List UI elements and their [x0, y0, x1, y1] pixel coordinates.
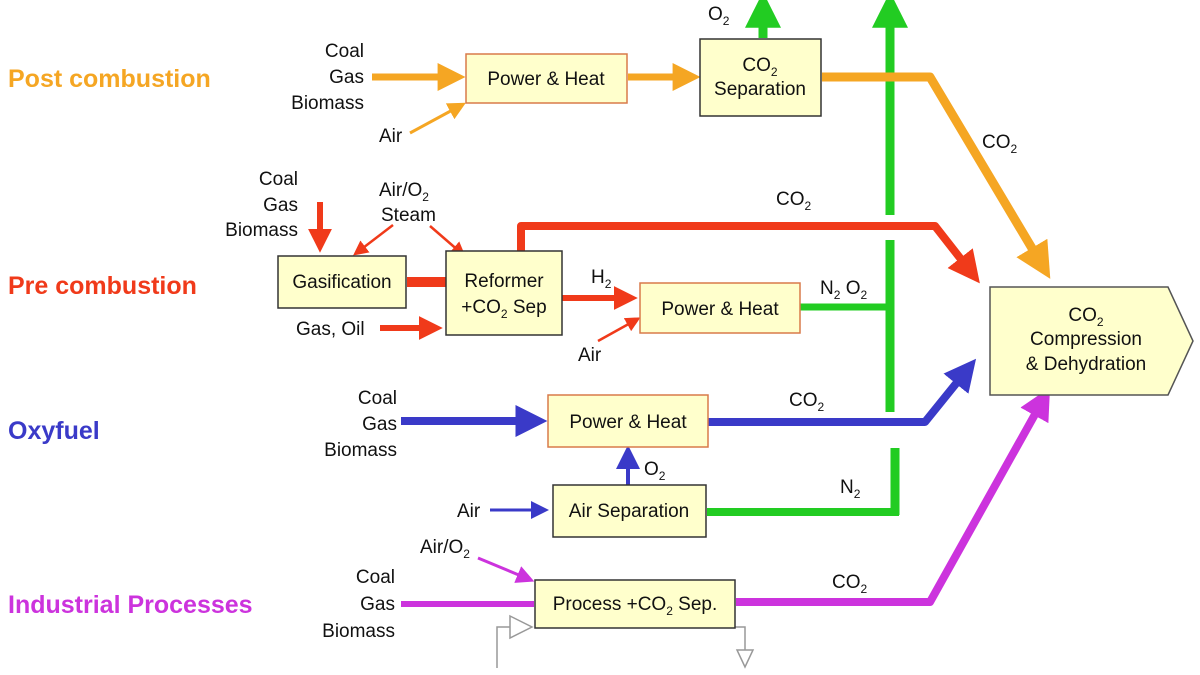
pre-co2-label: CO2	[776, 189, 812, 213]
ind-airo2-arrow	[477, 556, 535, 583]
pre-gasoil-label: Gas, Oil	[296, 319, 365, 340]
reformer-box	[445, 250, 563, 336]
pre-steam-label: Steam	[381, 205, 436, 226]
flow-labels: Air O2 CO2 Air/O2 Steam Gas, Oil H2 Air …	[296, 4, 1018, 596]
reformer-label: Reformer	[464, 271, 544, 292]
post-fuel-gas: Gas	[329, 67, 364, 88]
pre-air-label: Air	[578, 345, 602, 366]
category-labels: Post combustion Pre combustion Oxyfuel I…	[8, 65, 253, 619]
post-fuel-coal: Coal	[325, 41, 364, 62]
process-boxes	[277, 38, 1194, 629]
separation-label: Separation	[714, 79, 806, 100]
pre-power-heat-box	[639, 282, 801, 334]
oxy-n2-label: N2	[840, 477, 861, 501]
label-industrial-processes: Industrial Processes	[8, 591, 253, 619]
post-air-label: Air	[379, 126, 403, 147]
pre-airo2-to-gasification	[353, 224, 394, 256]
label-pre-combustion: Pre combustion	[8, 272, 197, 300]
label-oxyfuel: Oxyfuel	[8, 417, 100, 445]
gasification-box	[277, 255, 407, 309]
post-power-heat-label: Power & Heat	[487, 69, 605, 90]
air-separation-box	[552, 484, 707, 538]
ind-fuel-biomass: Biomass	[322, 621, 395, 642]
pre-n2o2-label: N2 O2	[820, 278, 867, 302]
oxy-co2-label: CO2	[789, 390, 825, 414]
side-stream-in-triangle	[509, 614, 534, 640]
fuel-labels: Coal Gas Biomass Coal Gas Biomass Coal G…	[225, 41, 397, 642]
oxy-fuel-biomass: Biomass	[324, 440, 397, 461]
pre-fuel-biomass: Biomass	[225, 220, 298, 241]
compression-box	[989, 286, 1194, 396]
oxy-fuel-coal: Coal	[358, 388, 397, 409]
air-separation-label: Air Separation	[569, 501, 689, 522]
compression-co2-label: CO2	[1068, 305, 1104, 329]
ind-airo2-label: Air/O2	[420, 537, 470, 561]
process-co2sep-label: Process +CO2 Sep.	[553, 594, 718, 618]
ind-co2-to-compression	[736, 387, 1051, 606]
pre-fuel-coal: Coal	[259, 169, 298, 190]
post-co2-label: CO2	[982, 132, 1018, 156]
dehydration-label: & Dehydration	[1026, 354, 1146, 375]
side-stream-out	[730, 626, 746, 650]
pre-h2-label: H2	[591, 267, 612, 291]
industrial-flows	[401, 387, 1051, 607]
pre-airo2-to-reformer	[429, 225, 466, 257]
oxy-co2-to-compression	[708, 358, 977, 426]
oxyfuel-flows	[401, 358, 977, 519]
ind-fuel-coal: Coal	[356, 567, 395, 588]
post-o2-vent-label: O2	[708, 4, 730, 28]
oxy-fuel-gas: Gas	[362, 414, 397, 435]
box-labels: Power & Heat CO2 Separation Gasification…	[292, 55, 1146, 618]
post-combustion-flows	[372, 63, 1051, 279]
post-fuel-biomass: Biomass	[291, 93, 364, 114]
oxy-power-heat-box	[547, 394, 709, 448]
oxy-o2-label: O2	[644, 459, 666, 483]
pre-combustion-flows	[308, 202, 980, 343]
pre-co2-to-compression	[517, 222, 980, 284]
compression-label: Compression	[1030, 329, 1142, 350]
process-co2-sep-box	[534, 579, 736, 629]
separation-co2-label: CO2	[742, 55, 778, 79]
ind-fuel-gas: Gas	[360, 594, 395, 615]
reformer-co2sep-label: +CO2 Sep	[461, 297, 546, 321]
co2-separation-box	[699, 38, 822, 117]
pre-air-arrow	[597, 317, 641, 343]
post-air-arrow	[409, 102, 466, 135]
side-stream-in	[496, 626, 510, 668]
post-co2-to-compression	[822, 72, 1051, 279]
process-side-streams	[496, 614, 755, 669]
pre-fuel-gas: Gas	[263, 195, 298, 216]
post-power-heat-box	[465, 53, 628, 104]
oxy-power-heat-label: Power & Heat	[569, 412, 687, 433]
oxy-air-label: Air	[457, 501, 481, 522]
side-stream-out-triangle	[735, 649, 755, 669]
pre-power-heat-label: Power & Heat	[661, 299, 779, 320]
pre-airo2-label: Air/O2	[379, 180, 429, 204]
ind-co2-label: CO2	[832, 572, 868, 596]
label-post-combustion: Post combustion	[8, 65, 211, 93]
green-vent-lines	[707, 0, 908, 516]
gasification-label: Gasification	[292, 272, 391, 293]
